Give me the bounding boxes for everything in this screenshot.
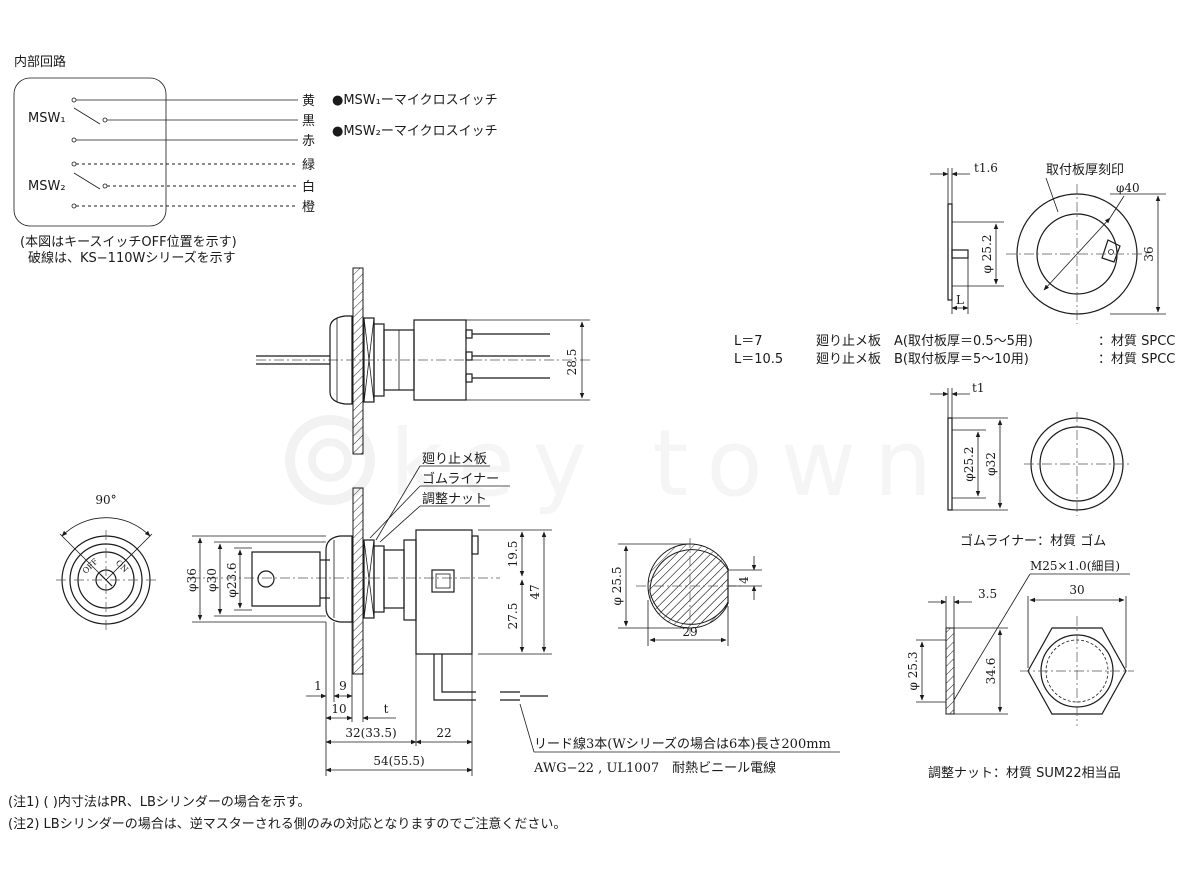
- wire-label: 橙: [302, 200, 315, 215]
- dim-diam-23-6: φ23.6: [225, 562, 239, 597]
- legend-msw1: ●MSW₁ーマイクロスイッチ: [332, 93, 498, 108]
- notes: (注1) ( )内寸法はPR、LBシリンダーの場合を示す。 (注2) LBシリン…: [8, 794, 566, 832]
- callout-rubber-liner: ゴムライナー: [422, 471, 499, 487]
- callout-anti-rotation-plate: 廻り止メ板: [422, 452, 487, 467]
- circuit-note-1: (本図はキースイッチOFF位置を示す): [20, 235, 237, 250]
- wire-label: 白: [302, 179, 315, 195]
- plate-dim-L: L: [956, 293, 964, 307]
- side-view-top: 28.5: [256, 267, 590, 455]
- cutout-flat: 4: [737, 576, 751, 584]
- circuit-title: 内部回路: [14, 54, 66, 70]
- dim-27-5: 27.5: [506, 603, 520, 630]
- lead-spec-2: AWG−22 , UL1007 耐熱ビニール電線: [533, 760, 776, 776]
- internal-circuit: 内部回路 MSW₁ MSW₂ 黄 黒 赤 緑 白 橙 ●MSW₁ーマイクロスイッ…: [13, 54, 498, 266]
- liner-diam-25-2: φ25.2: [962, 446, 976, 481]
- dim-47: 47: [528, 584, 542, 599]
- plate-spec-desc: 廻り止メ板 B(取付板厚＝5～10用): [816, 352, 1029, 367]
- legend-msw2: ●MSW₂ーマイクロスイッチ: [332, 124, 498, 139]
- note-2: (注2) LBシリンダーの場合は、逆マスターされる側のみの対応となりますのでご注…: [8, 816, 566, 832]
- adjust-nut: 3.5 φ 25.3 34.6 30 M25×1.0(細目) 調整ナット：材質 …: [906, 559, 1134, 781]
- dim-diam-36: φ36: [185, 568, 199, 592]
- plate-diam-25-2: φ 25.2: [980, 235, 994, 274]
- cutout-diameter: φ 25.5: [610, 567, 624, 606]
- plate-spec-material: ：材質 SPCC: [1098, 334, 1175, 349]
- rotation-angle: 90°: [95, 493, 116, 507]
- cutout-width: 29: [682, 625, 697, 639]
- dim-diam-30: φ30: [205, 568, 219, 592]
- side-view-bottom: 廻り止メ板 ゴムライナー 調整ナット φ36 φ30 φ23.6 19.5 27…: [185, 452, 552, 776]
- lead-spec-1: リード線3本(Wシリーズの場合は6本)長さ200mm: [534, 736, 831, 752]
- dim-22: 22: [436, 726, 451, 740]
- dim-10: 10: [331, 702, 346, 716]
- note-1: (注1) ( )内寸法はPR、LBシリンダーの場合を示す。: [8, 794, 311, 810]
- nut-material: 調整ナット：材質 SUM22相当品: [928, 766, 1121, 781]
- wire-label: 赤: [302, 134, 315, 149]
- nut-dim-30: 30: [1069, 583, 1084, 597]
- off-marking: OFF: [81, 556, 100, 575]
- plate-spec-L: L＝7: [734, 334, 763, 349]
- nut-dim-34-6: 34.6: [984, 658, 998, 685]
- dim-t: t: [384, 702, 389, 716]
- liner-diam-32: φ32: [984, 452, 998, 476]
- lead-wire-spec: リード線3本(Wシリーズの場合は6本)長さ200mm AWG−22 , UL10…: [519, 703, 840, 776]
- liner-material: ゴムライナー：材質 ゴム: [960, 533, 1106, 549]
- nut-thread: M25×1.0(細目): [1030, 559, 1120, 573]
- wire-label: 黄: [302, 94, 315, 109]
- plate-spec-desc: 廻り止メ板 A(取付板厚＝0.5～5用): [816, 334, 1033, 349]
- dim-1: 1: [314, 679, 322, 693]
- panel-cutout: φ 25.5 29 4: [610, 538, 762, 646]
- nut-dim-3-5: 3.5: [978, 587, 997, 601]
- wire-label: 緑: [302, 158, 315, 173]
- plate-dim-36: 36: [1142, 246, 1156, 261]
- anti-rotation-plate: t1.6 φ 25.2 L φ40 取付板厚刻印 36 L＝7 廻り止メ板 A(…: [734, 161, 1175, 367]
- nut-diam-25-3: φ 25.3: [906, 652, 920, 691]
- on-marking: ON: [114, 558, 130, 574]
- plate-engrave-label: 取付板厚刻印: [1046, 163, 1124, 178]
- dim-19-5: 19.5: [506, 541, 520, 568]
- dim-28-5: 28.5: [565, 349, 579, 376]
- dim-32: 32(33.5): [345, 726, 396, 740]
- liner-thickness: t1: [972, 381, 984, 395]
- plate-thickness: t1.6: [974, 161, 998, 175]
- plate-spec-L: L＝10.5: [734, 352, 783, 367]
- watermark-text: key town: [390, 410, 950, 517]
- msw1-label: MSW₁: [28, 111, 66, 126]
- callout-adjust-nut: 調整ナット: [422, 492, 487, 507]
- front-view: 90° OFF ON: [56, 493, 156, 630]
- wire-label: 黒: [302, 114, 315, 129]
- plate-spec-material: ：材質 SPCC: [1098, 352, 1175, 367]
- watermark: key town: [285, 410, 950, 517]
- circuit-box: [13, 77, 167, 227]
- plate-diam-40: φ40: [1116, 181, 1140, 195]
- rubber-liner: t1 φ25.2 φ32 ゴムライナー：材質 ゴム: [930, 381, 1130, 549]
- dim-54: 54(55.5): [373, 754, 424, 768]
- msw2-label: MSW₂: [28, 179, 66, 194]
- dim-9: 9: [339, 679, 347, 693]
- circuit-note-2: 破線は、KS−110Wシリーズを示す: [28, 250, 236, 266]
